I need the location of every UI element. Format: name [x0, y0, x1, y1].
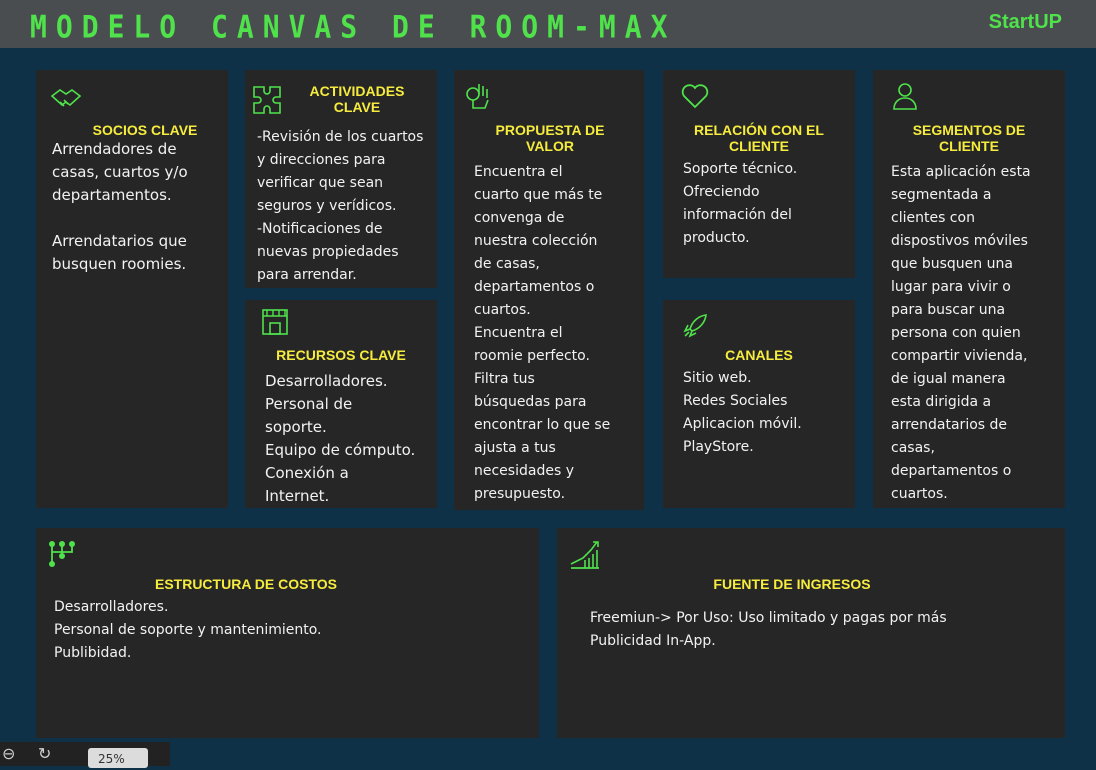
- card-propuesta-valor: PROPUESTA DE VALOR Encuentra el cuarto q…: [454, 70, 644, 510]
- ok-hand-icon: [462, 80, 494, 112]
- refresh-icon[interactable]: ↻: [38, 744, 52, 763]
- growth-chart-icon: [569, 538, 601, 570]
- socios-title: SOCIOS CLAVE: [92, 122, 198, 138]
- relacion-title: RELACIÓN CON EL CLIENTE: [694, 122, 824, 154]
- recursos-title: RECURSOS CLAVE: [276, 347, 406, 363]
- ingresos-title: FUENTE DE INGRESOS: [713, 576, 871, 592]
- propuesta-title: PROPUESTA DE VALOR: [495, 122, 605, 154]
- card-relacion-cliente: RELACIÓN CON EL CLIENTE Soporte técnico.…: [663, 70, 855, 278]
- relacion-body: Soporte técnico. Ofreciendo información …: [683, 161, 798, 246]
- rocket-icon: [679, 310, 711, 342]
- card-actividades-clave: ACTIVIDADES CLAVE -Revisión de los cuart…: [245, 70, 437, 288]
- segmentos-body: Esta aplicación esta segmentada a client…: [891, 164, 1031, 502]
- propuesta-body: Encuentra el cuarto que más te convenga …: [474, 164, 611, 502]
- card-segmentos-cliente: SEGMENTOS DE CLIENTE Esta aplicación est…: [873, 70, 1065, 508]
- actividades-body: -Revisión de los cuartos y direcciones p…: [257, 129, 424, 283]
- actividades-title: ACTIVIDADES CLAVE: [309, 83, 405, 115]
- card-estructura-costos: ESTRUCTURA DE COSTOS Desarrolladores. Pe…: [36, 528, 539, 738]
- zoom-out-icon[interactable]: ⊖: [2, 744, 16, 763]
- heart-icon: [679, 80, 711, 112]
- canales-title: CANALES: [725, 347, 793, 363]
- card-socios-clave: SOCIOS CLAVE Arrendadores de casas, cuar…: [36, 70, 228, 508]
- canales-body: Sitio web. Redes Sociales Aplicacion móv…: [683, 370, 802, 455]
- costos-body: Desarrolladores. Personal de soporte y m…: [54, 599, 322, 661]
- ingresos-body: Freemiun-> Por Uso: Uso limitado y pagas…: [590, 610, 947, 649]
- recursos-body: Desarrolladores. Personal de soporte. Eq…: [265, 372, 416, 505]
- costos-title: ESTRUCTURA DE COSTOS: [154, 576, 337, 592]
- handshake-icon: [50, 82, 82, 114]
- card-fuente-ingresos: FUENTE DE INGRESOS Freemiun-> Por Uso: U…: [557, 528, 1065, 738]
- card-recursos-clave: RECURSOS CLAVE Desarrolladores. Personal…: [245, 300, 437, 508]
- store-icon: [259, 306, 291, 338]
- socios-body: Arrendadores de casas, cuartos y/o depar…: [52, 140, 188, 273]
- header-bar: MODELO CANVAS DE ROOM-MAX StartUP: [0, 0, 1096, 48]
- user-icon: [889, 80, 921, 112]
- viewer-toolbar: ⊖ ↻ 25%: [0, 742, 170, 768]
- puzzle-icon: [251, 82, 283, 114]
- network-icon: [46, 538, 78, 570]
- card-canales: CANALES Sitio web. Redes Sociales Aplica…: [663, 300, 855, 508]
- brand-logo: StartUP: [988, 11, 1062, 33]
- zoom-select[interactable]: 25%: [88, 748, 148, 768]
- segmentos-title: SEGMENTOS DE CLIENTE: [912, 122, 1026, 154]
- page-title: MODELO CANVAS DE ROOM-MAX: [30, 9, 677, 46]
